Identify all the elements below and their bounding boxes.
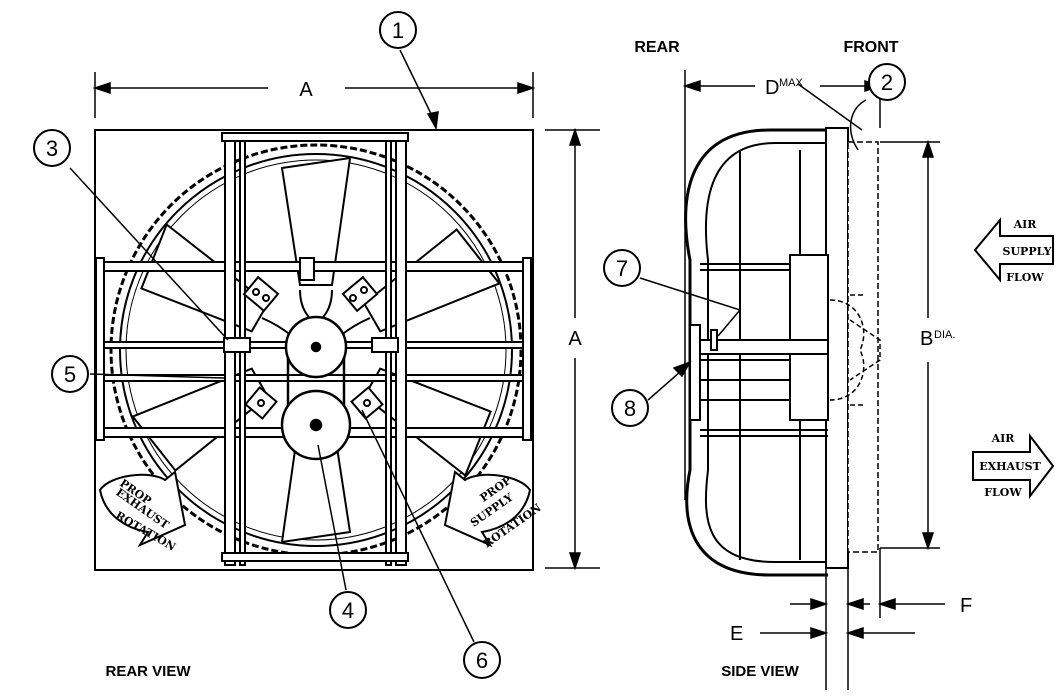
rear-view: PROP EXHAUST ROTATION PROP SUPPLY ROTATI… [69,49,600,680]
callouts: 1 2 3 4 5 6 7 8 [33,11,906,679]
rear-guard [684,128,828,577]
callout-3: 3 [33,129,71,167]
dimension-b [880,139,940,551]
callout-7-number: 7 [616,256,628,281]
bearing-blocks [223,257,399,420]
callout-3-number: 3 [46,136,58,161]
shaft [689,324,829,421]
dimension-a-width-label: A [299,79,313,101]
drive-assembly [280,315,352,461]
front-label: FRONT [843,39,898,56]
dimension-f [877,548,945,618]
dimension-d-superscript: MAX [779,77,804,89]
callout-8: 8 [611,389,649,427]
dimension-a-height-label: A [568,328,582,350]
motor-block [789,254,829,421]
rear-view-title: REAR VIEW [105,663,191,680]
air-exhaust-line-1: AIR [991,432,1016,445]
callout-2: 2 [868,63,906,101]
fan-ring-inner [119,153,513,547]
dimension-e-label: E [730,623,743,645]
callout-4: 4 [329,591,367,629]
dimension-d-label: D [765,77,779,99]
callout-5-number: 5 [64,362,76,387]
callout-2-number: 2 [881,70,893,95]
dimension-a-height [545,127,600,571]
callout-6: 6 [463,641,501,679]
side-view: REAR FRONT [634,39,1055,690]
callout-6-number: 6 [476,648,488,673]
supply-rotation-arrow: PROP SUPPLY ROTATION [443,470,544,550]
dimension-b-label: B [920,328,933,350]
dimension-a-width [92,72,536,118]
dimension-e [760,568,915,690]
callout-1: 1 [379,11,417,49]
side-view-title: SIDE VIEW [721,663,799,680]
exhaust-rotation-arrow: PROP EXHAUST ROTATION [98,470,187,554]
side-frame-plate [825,127,849,569]
air-supply-line-2: SUPPLY [1003,245,1052,258]
callout-7: 7 [603,249,641,287]
air-exhaust-flow-arrow: AIR EXHAUST FLOW [972,432,1055,499]
dimension-f-label: F [960,595,972,617]
callout-4-number: 4 [342,598,354,623]
air-exhaust-line-3: FLOW [984,486,1022,499]
callout-5: 5 [51,355,89,393]
dimension-b-superscript: DIA. [934,329,955,341]
air-supply-line-1: AIR [1013,218,1038,231]
air-supply-line-3: FLOW [1006,271,1044,284]
callout-1-number: 1 [392,18,404,43]
air-exhaust-line-2: EXHAUST [979,460,1041,473]
rear-label: REAR [634,39,680,56]
callout-8-number: 8 [624,396,636,421]
air-supply-flow-arrow: AIR SUPPLY FLOW [973,217,1054,284]
